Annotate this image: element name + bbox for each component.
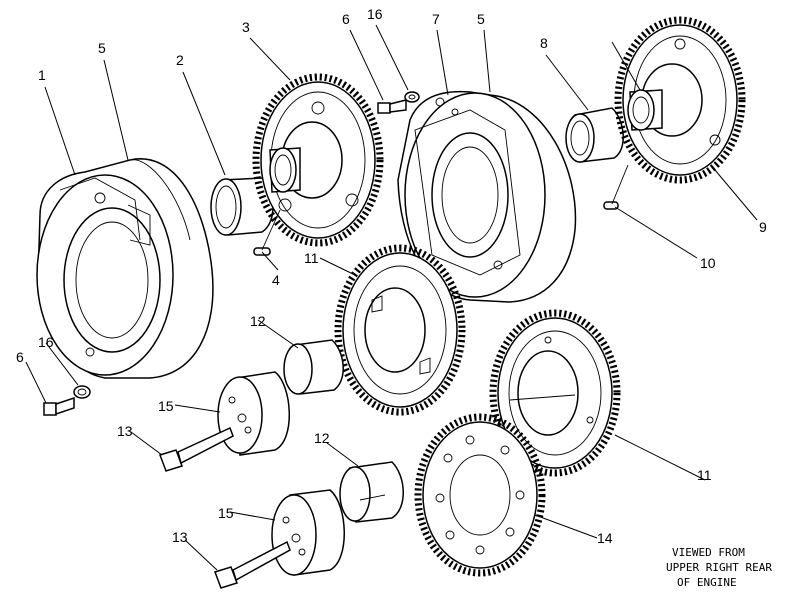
dowel-pin-10 <box>603 164 629 210</box>
gear-3 <box>252 73 384 247</box>
right-housing <box>397 90 577 303</box>
callout-15-lower: 15 <box>218 505 234 521</box>
callout-11-middle: 11 <box>304 250 319 266</box>
callout-16-lower: 16 <box>38 334 54 350</box>
callout-13-lower: 13 <box>172 529 188 545</box>
callout-3: 3 <box>242 19 250 35</box>
bushing-8 <box>565 107 624 163</box>
callout-10: 10 <box>700 255 716 271</box>
gear-9 <box>614 16 746 184</box>
callout-2: 2 <box>176 52 184 68</box>
callout-6-lower: 6 <box>16 349 24 365</box>
dowel-pin-4 <box>253 209 281 256</box>
caption-line-2: UPPER RIGHT REAR <box>666 561 772 574</box>
callout-4: 4 <box>272 272 280 288</box>
gear-11-right <box>489 309 621 477</box>
left-housing <box>36 158 214 379</box>
caption-line-3: OF ENGINE <box>677 576 737 589</box>
callout-12-upper: 12 <box>250 313 266 329</box>
callout-11-right: 11 <box>697 467 712 483</box>
bolt-13-lower <box>214 540 291 589</box>
bushing-12-upper <box>283 339 344 395</box>
callout-7: 7 <box>432 11 440 27</box>
thrust-plate-15-upper <box>217 371 290 456</box>
callout-9: 9 <box>759 219 767 235</box>
callout-6-upper: 6 <box>342 11 350 27</box>
gear-11-middle <box>334 244 466 416</box>
callout-16-upper: 16 <box>367 6 383 22</box>
callout-1: 1 <box>38 67 46 83</box>
callout-5-left: 5 <box>98 40 106 56</box>
bushing-12-lower <box>339 461 404 523</box>
callout-8: 8 <box>540 35 548 51</box>
callout-13-upper: 13 <box>117 423 133 439</box>
caption-line-1: VIEWED FROM <box>672 546 745 559</box>
callout-5-right: 5 <box>477 11 485 27</box>
bolt-6-upper <box>377 91 420 114</box>
leader-lines <box>25 24 758 571</box>
callout-15-upper: 15 <box>158 398 174 414</box>
bolt-13-upper <box>159 426 234 472</box>
view-caption: VIEWED FROM UPPER RIGHT REAR OF ENGINE <box>666 546 772 589</box>
callout-14: 14 <box>597 530 613 546</box>
gear-14 <box>414 413 546 577</box>
bolt-6-lower <box>43 385 91 416</box>
thrust-plate-15-lower <box>271 489 345 576</box>
callout-12-lower: 12 <box>314 430 330 446</box>
callouts: 1 5 2 3 4 6 16 7 5 8 9 10 11 12 16 6 15 … <box>16 6 767 546</box>
